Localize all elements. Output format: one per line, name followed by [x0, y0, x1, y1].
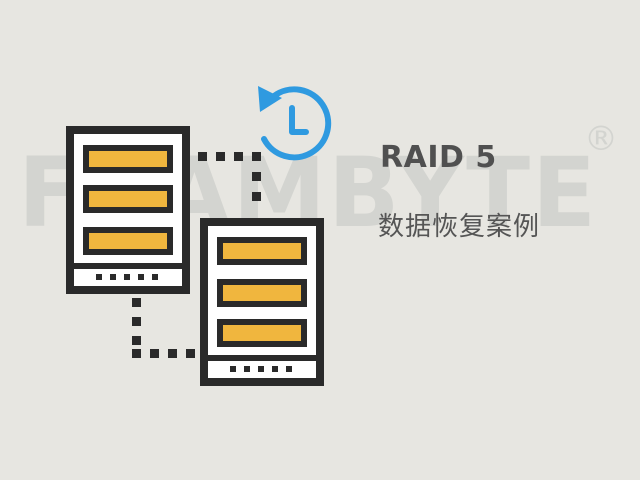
server-rack-icon: [200, 218, 324, 386]
history-clock-icon: [258, 86, 332, 161]
page-subtitle: 数据恢复案例: [378, 212, 541, 242]
server-rack-icon: [66, 126, 190, 294]
registered-mark: ®: [584, 119, 618, 159]
connector-top: [198, 152, 261, 201]
connector-bottom: [132, 298, 195, 358]
page-title: RAID 5: [380, 140, 497, 175]
